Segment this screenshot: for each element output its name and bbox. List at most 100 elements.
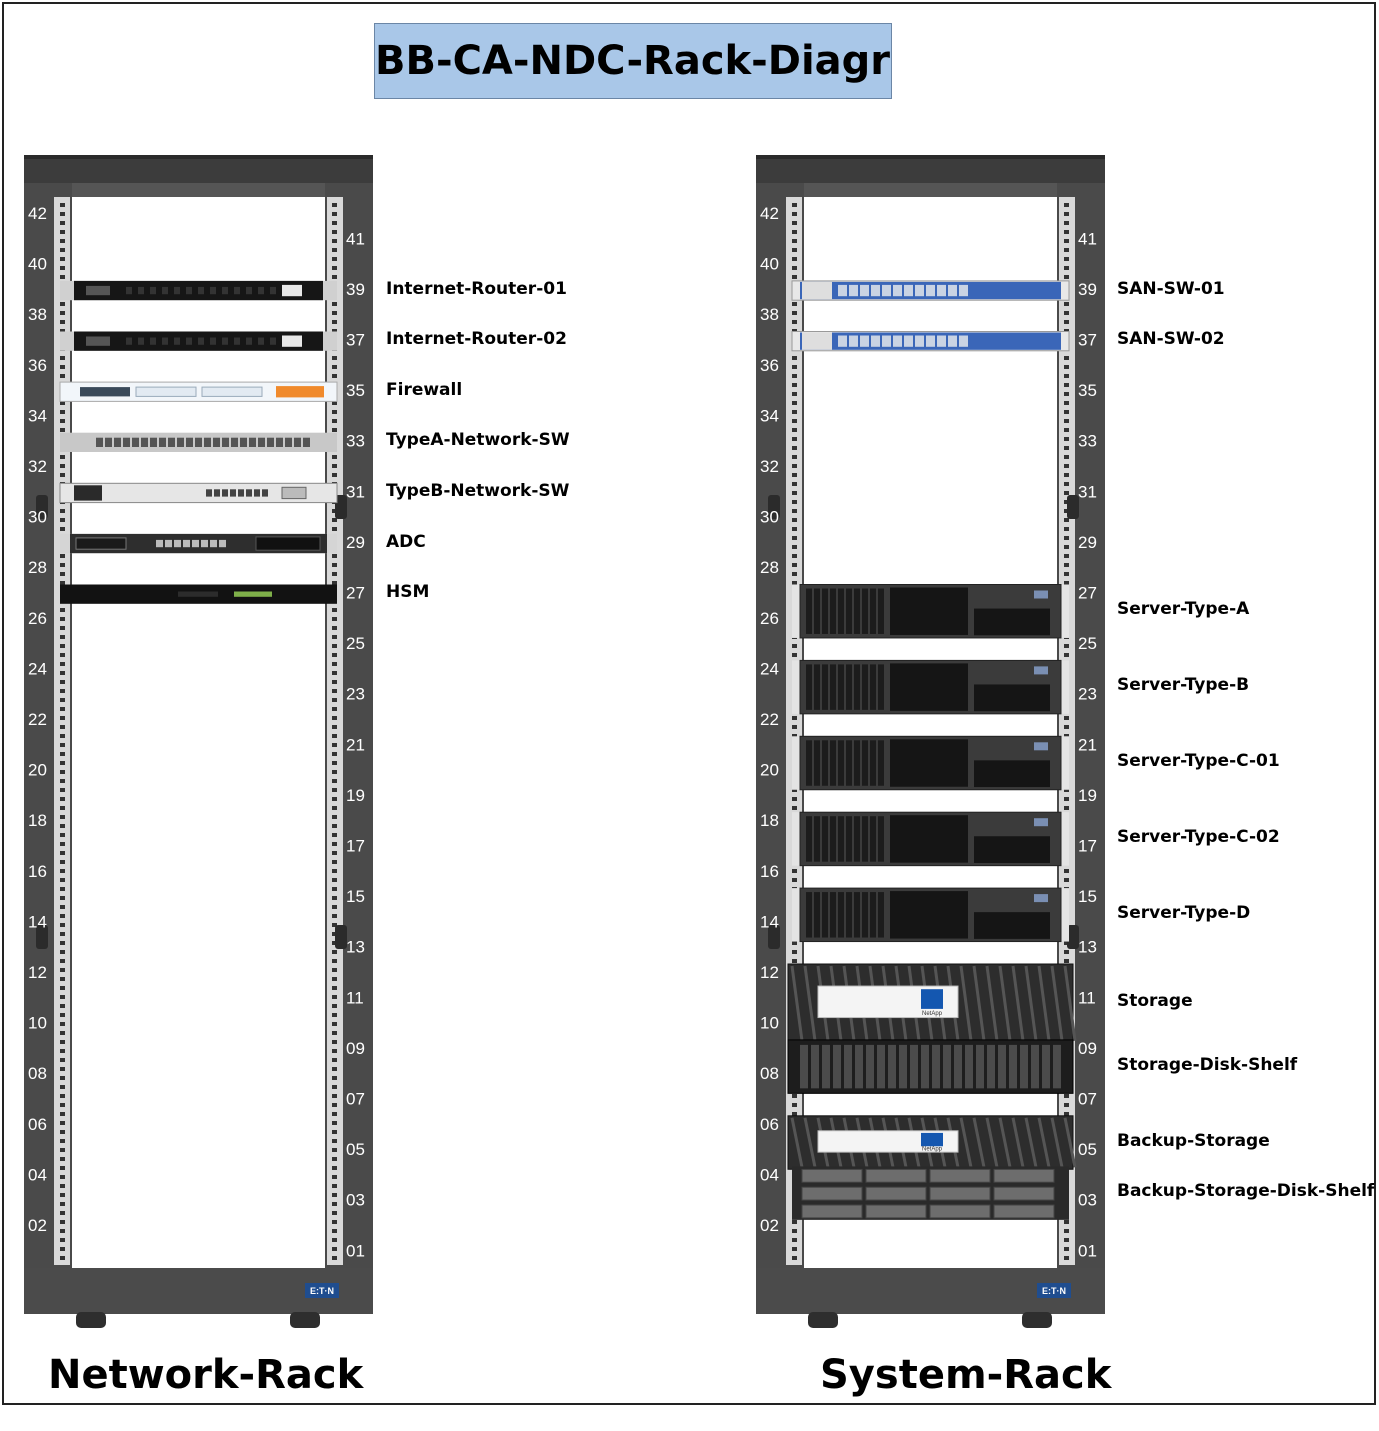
unit-number: 11 (1078, 988, 1096, 1007)
rail-hole (792, 302, 797, 306)
rail-hole (332, 788, 337, 792)
server-drive-bay (822, 740, 828, 786)
adc-port (174, 539, 181, 548)
rail-hole (792, 482, 797, 486)
rail-hole (332, 968, 337, 972)
rail-hole (332, 932, 337, 936)
rail-hole (332, 1247, 337, 1251)
server-led (1034, 590, 1048, 599)
rail-hole (792, 212, 797, 216)
device-hsm (60, 584, 337, 604)
rail-hole (60, 1139, 65, 1143)
rail-hole (332, 608, 337, 612)
san-port (860, 284, 869, 297)
server-drive-bay (822, 816, 828, 862)
adc-badge (75, 537, 127, 550)
rail-hole (1064, 320, 1069, 324)
server-drive-bay (862, 816, 868, 862)
rail-hole (332, 869, 337, 873)
switch-port (254, 489, 260, 497)
firewall-chassis (59, 381, 338, 402)
rail-hole (60, 248, 65, 252)
rail-hole (1064, 473, 1069, 477)
unit-number: 14 (28, 912, 47, 931)
storage-grille (998, 1117, 1012, 1168)
unit-number: 10 (760, 1014, 779, 1033)
rail-hole (792, 1112, 797, 1116)
rail-hole (60, 428, 65, 432)
server-drive-bay (838, 816, 844, 862)
rail-hole (332, 527, 337, 531)
rail-hole (60, 212, 65, 216)
rail-hole (792, 581, 797, 585)
storage-grille (1024, 965, 1038, 1041)
disk-bay (929, 1168, 991, 1183)
server-led (1034, 818, 1048, 827)
rail-hole (60, 419, 65, 423)
rail-hole (332, 1085, 337, 1089)
rail-hole (332, 356, 337, 360)
device-label: SAN-SW-01 (1117, 278, 1225, 299)
rail-hole (332, 1148, 337, 1152)
rail-hole (332, 248, 337, 252)
rail-hole (60, 1175, 65, 1179)
switch-port (214, 489, 220, 497)
unit-number: 37 (1078, 331, 1097, 350)
switch-port (222, 437, 229, 447)
unit-number: 06 (28, 1115, 47, 1134)
rail-hole (332, 581, 337, 585)
unit-number: 22 (28, 710, 47, 729)
switch-port (222, 489, 228, 497)
rail-hole (332, 1175, 337, 1179)
router-port (86, 285, 110, 296)
rail-hole (60, 905, 65, 909)
rail-hole (332, 815, 337, 819)
rail-hole (332, 473, 337, 477)
san-port (926, 335, 935, 347)
router-vent (246, 286, 252, 295)
unit-number: 01 (1078, 1241, 1097, 1260)
unit-number: 02 (760, 1216, 779, 1235)
unit-number: 36 (28, 356, 47, 375)
rail-hole (1064, 509, 1069, 513)
server-drive-bay (846, 892, 852, 938)
diagram-frame (2, 2, 1376, 1405)
rail-hole (1064, 1247, 1069, 1251)
rail-hole (792, 428, 797, 432)
rail-hole (1064, 1238, 1069, 1242)
rail-hole (332, 770, 337, 774)
unit-number: 01 (346, 1241, 365, 1260)
disk-bay (976, 1044, 984, 1089)
rail-hole (332, 563, 337, 567)
unit-number: 24 (760, 659, 779, 678)
switch-port (168, 437, 175, 447)
rail-hole (792, 716, 797, 720)
rail-hole (792, 275, 797, 279)
side-latch (768, 925, 780, 949)
rail-hole (1064, 797, 1069, 801)
disk-bay (929, 1204, 991, 1219)
rail-hole (332, 509, 337, 513)
server-vent (974, 608, 1050, 636)
server-vent (890, 587, 968, 635)
device-san (791, 331, 1070, 352)
unit-number: 23 (1078, 685, 1097, 704)
server-drive-bay (854, 664, 860, 710)
storage-grille (1063, 1117, 1077, 1168)
rail-hole (60, 1094, 65, 1098)
san-mgmt (802, 281, 832, 300)
rail-hole (1064, 878, 1069, 882)
router-vent (186, 286, 192, 295)
rail-hole (332, 734, 337, 738)
rail-hole (1064, 446, 1069, 450)
switch-chassis (59, 482, 338, 504)
server-drive-bay (878, 816, 884, 862)
unit-number: 38 (760, 305, 779, 324)
rail-hole (332, 1013, 337, 1017)
rail-hole (60, 1103, 65, 1107)
device-switch-a (60, 432, 337, 452)
server-vent (974, 836, 1050, 863)
storage-grille (972, 965, 986, 1041)
rail-hole (332, 203, 337, 207)
device-label: SAN-SW-02 (1117, 329, 1225, 350)
